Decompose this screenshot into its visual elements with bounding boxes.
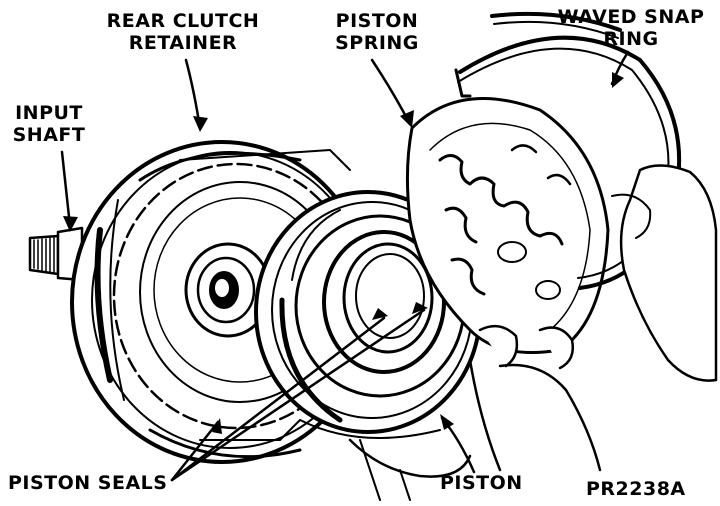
figure-code: PR2238A	[586, 478, 686, 500]
piston-spring-label-line2: SPRING	[335, 32, 419, 54]
piston-label: PISTON	[440, 472, 523, 494]
piston-spring-label-line1: PISTON	[335, 10, 419, 32]
input-shaft-label: INPUT SHAFT	[4, 102, 94, 146]
rear-clutch-retainer-label-line1: REAR CLUTCH	[106, 10, 260, 32]
input-shaft-label-line1: INPUT	[15, 102, 83, 124]
piston-seals-label: PISTON SEALS	[8, 472, 168, 494]
piston-spring-label: PISTON SPRING	[322, 10, 432, 54]
waved-snap-ring-label: WAVED SNAP RING	[556, 6, 706, 50]
hands-illustration	[348, 164, 718, 501]
waved-snap-ring-label-line1: WAVED SNAP	[557, 6, 705, 28]
input-shaft-label-line2: SHAFT	[12, 124, 86, 146]
rear-clutch-retainer-label: REAR CLUTCH RETAINER	[98, 10, 268, 54]
piston-spring-part	[405, 96, 610, 354]
waved-snap-ring-label-line2: RING	[603, 28, 659, 50]
leader-arrowheads	[63, 72, 624, 434]
rear-clutch-retainer-label-line2: RETAINER	[128, 32, 238, 54]
